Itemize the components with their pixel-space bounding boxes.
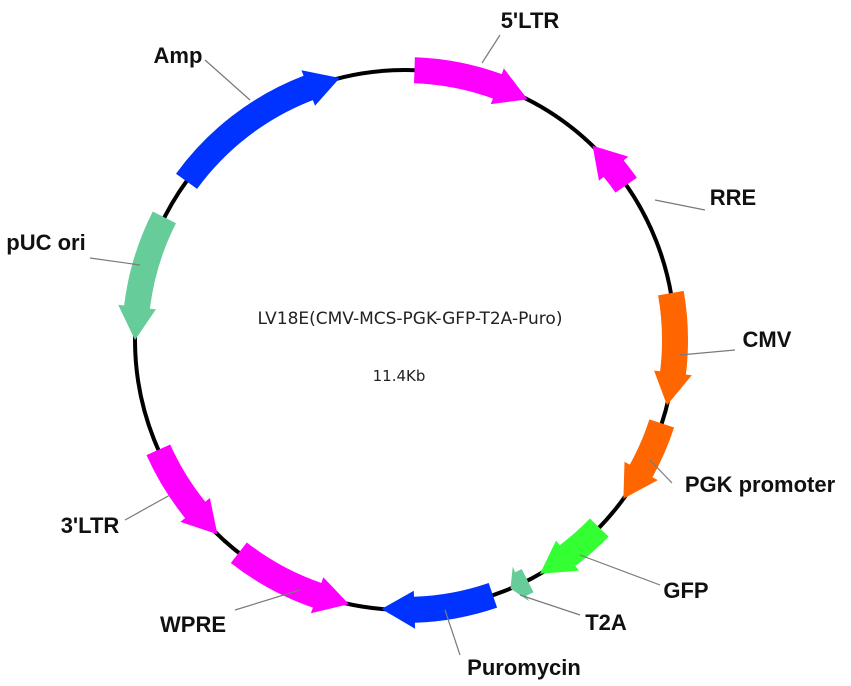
feature-label-amp: Amp bbox=[154, 43, 203, 68]
feature-arrow-gfp bbox=[540, 518, 609, 574]
leader-line-gfp bbox=[579, 554, 661, 586]
leader-line-ltr5 bbox=[481, 34, 501, 64]
feature-arrow-t2a bbox=[510, 566, 534, 602]
leader-line-wpre bbox=[234, 589, 301, 611]
leader-line-ltr3 bbox=[124, 494, 171, 521]
feature-label-wpre: WPRE bbox=[160, 612, 226, 637]
feature-arrow-amp bbox=[176, 70, 340, 189]
plasmid-name: LV18E(CMV-MCS-PGK-GFP-T2A-Puro) bbox=[258, 309, 563, 329]
feature-label-puro: Puromycin bbox=[467, 655, 581, 680]
leader-line-amp bbox=[204, 59, 251, 101]
feature-arrow-rre bbox=[592, 145, 637, 193]
feature-label-pgk: PGK promoter bbox=[685, 472, 836, 497]
feature-arrow-puro bbox=[381, 583, 498, 629]
leader-line-puro bbox=[444, 609, 461, 656]
plasmid-size: 11.4Kb bbox=[373, 367, 426, 385]
label-leader-lines bbox=[89, 34, 736, 656]
leader-line-t2a bbox=[519, 594, 581, 616]
leader-line-rre bbox=[654, 199, 706, 211]
feature-arcs bbox=[118, 57, 692, 629]
feature-label-puc: pUC ori bbox=[6, 230, 85, 255]
feature-arrow-ltr3 bbox=[146, 444, 218, 535]
feature-label-t2a: T2A bbox=[585, 610, 627, 635]
feature-label-ltr3: 3'LTR bbox=[61, 513, 120, 538]
feature-label-rre: RRE bbox=[710, 185, 756, 210]
feature-label-cmv: CMV bbox=[743, 327, 792, 352]
feature-label-ltr5: 5'LTR bbox=[501, 8, 560, 33]
leader-line-puc bbox=[89, 257, 141, 266]
leader-line-cmv bbox=[679, 349, 736, 356]
feature-arrow-cmv bbox=[654, 290, 692, 406]
leader-line-pgk bbox=[649, 459, 673, 484]
feature-arrow-puc bbox=[118, 211, 176, 340]
feature-label-gfp: GFP bbox=[663, 578, 708, 603]
feature-arrow-ltr5 bbox=[414, 57, 528, 105]
feature-arrow-wpre bbox=[230, 542, 349, 614]
feature-arrow-pgk bbox=[623, 419, 675, 499]
